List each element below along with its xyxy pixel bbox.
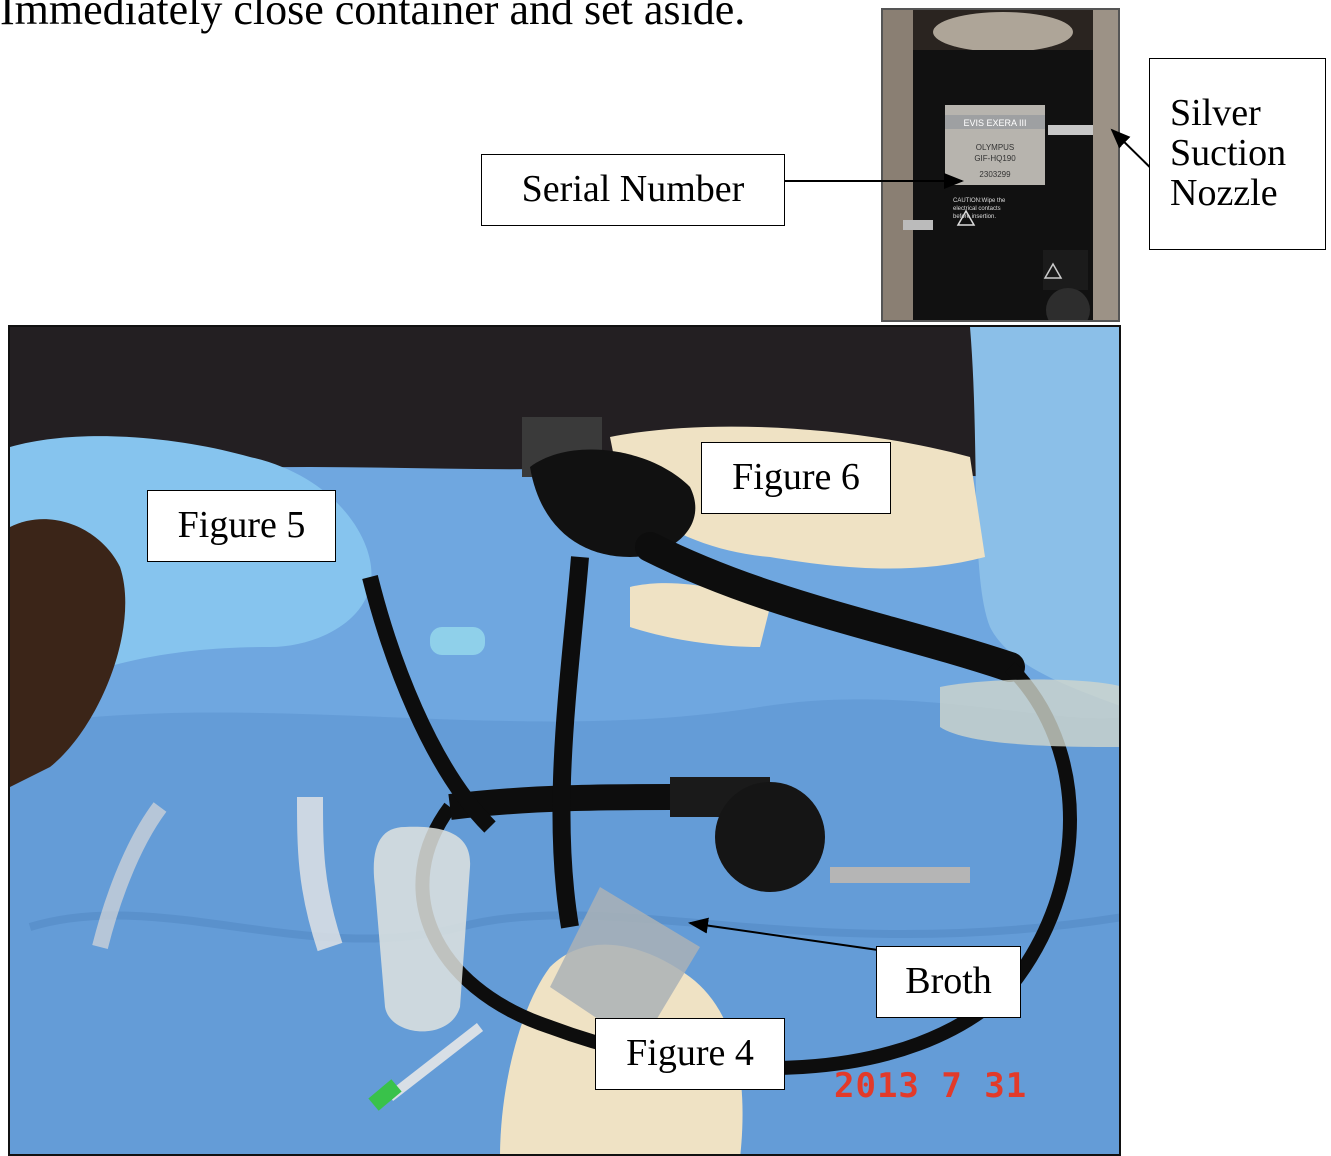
inset-caution-3: before insertion. bbox=[953, 214, 996, 220]
inset-photo-graphic: EVIS EXERA III OLYMPUS GIF-HQ190 2303299… bbox=[883, 10, 1118, 320]
suction-nozzle-line-3: Nozzle bbox=[1170, 171, 1278, 214]
figure-6-label-text: Figure 6 bbox=[732, 456, 860, 499]
figure-4-label-text: Figure 4 bbox=[626, 1032, 754, 1075]
inset-photo-endoscope-label: EVIS EXERA III OLYMPUS GIF-HQ190 2303299… bbox=[881, 8, 1120, 322]
figure-5-label: Figure 5 bbox=[147, 490, 336, 562]
main-photo-endoscope-sampling: 2013 7 31 bbox=[8, 325, 1121, 1156]
figure-6-label: Figure 6 bbox=[701, 442, 891, 514]
inset-caution-2: electrical contacts bbox=[953, 206, 1001, 212]
main-photo-graphic bbox=[10, 327, 1119, 1154]
broth-label-text: Broth bbox=[905, 960, 992, 1003]
instruction-heading: Immediately close container and set asid… bbox=[0, 0, 746, 34]
suction-nozzle-label: Silver Suction Nozzle bbox=[1149, 58, 1326, 250]
figure-5-label-text: Figure 5 bbox=[177, 504, 306, 547]
figure-4-label: Figure 4 bbox=[595, 1018, 785, 1090]
inset-caution-1: CAUTION:Wipe the bbox=[953, 198, 1006, 204]
serial-number-label-text: Serial Number bbox=[521, 168, 745, 211]
inset-model: GIF-HQ190 bbox=[974, 154, 1016, 163]
suction-nozzle-line-2: Suction bbox=[1170, 132, 1287, 175]
suction-nozzle-line-1: Silver bbox=[1170, 92, 1261, 135]
photo-date-stamp: 2013 7 31 bbox=[834, 1066, 1028, 1106]
broth-label: Broth bbox=[876, 946, 1021, 1018]
serial-number-label: Serial Number bbox=[481, 154, 785, 226]
inset-serial: 2303299 bbox=[979, 170, 1011, 179]
inset-brand: EVIS EXERA III bbox=[963, 118, 1026, 128]
inset-maker: OLYMPUS bbox=[976, 143, 1015, 152]
